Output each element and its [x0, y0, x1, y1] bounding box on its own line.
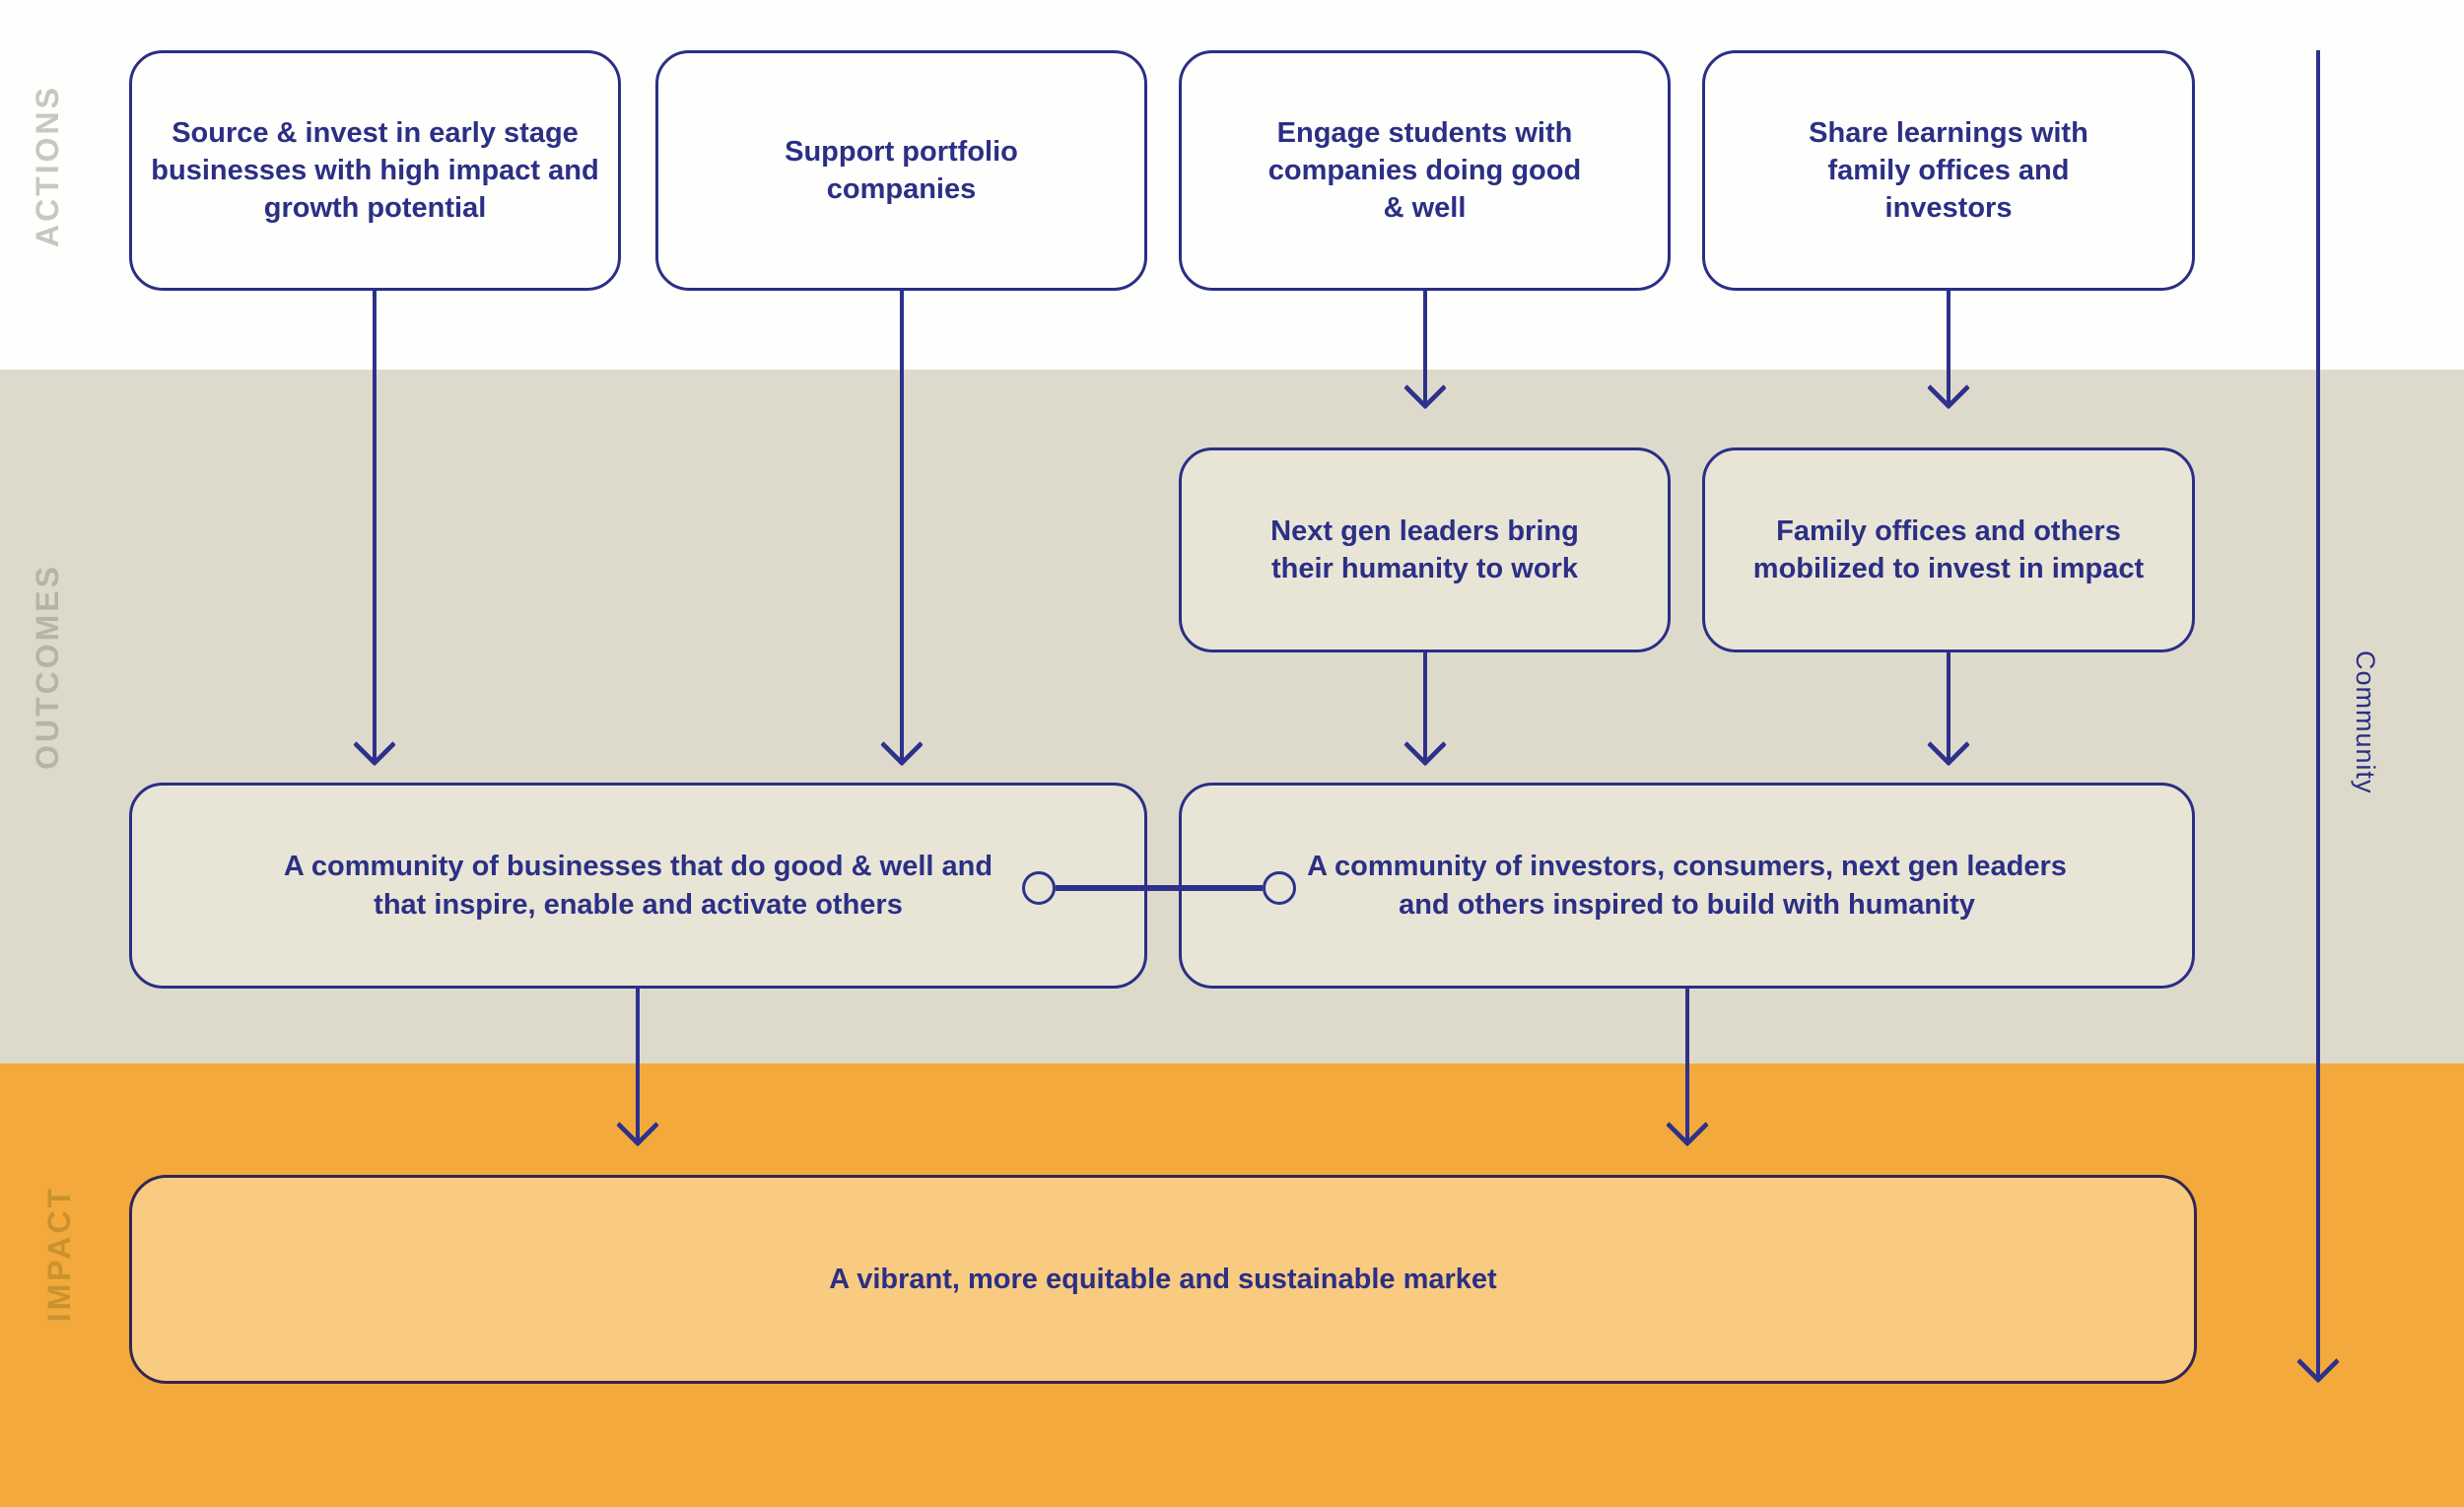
- community-label: Community: [2351, 651, 2380, 794]
- connector-circle-icon: [1022, 871, 1056, 905]
- arrow-shaft: [636, 989, 640, 1143]
- action-box-engage-students: Engage students with companies doing goo…: [1179, 50, 1671, 291]
- action-box-text: Share learnings with family offices and …: [1809, 116, 2088, 225]
- outcomes-band-label: OUTCOMES: [30, 564, 65, 770]
- action-box-text: Support portfolio companies: [785, 135, 1018, 205]
- outcome-box-community-of-businesses: A community of businesses that do good &…: [129, 783, 1147, 989]
- action-box-share-learnings: Share learnings with family offices and …: [1702, 50, 2195, 291]
- outcome-box-text: Family offices and others mobilized to i…: [1752, 514, 2145, 584]
- action-box-source-invest: Source & invest in early stage businesse…: [129, 50, 621, 291]
- arrow-shaft: [1423, 652, 1427, 763]
- impact-box-vibrant-market: A vibrant, more equitable and sustainabl…: [129, 1175, 2197, 1384]
- arrow-shaft: [1947, 291, 1951, 406]
- outcome-box-family-offices: Family offices and others mobilized to i…: [1702, 447, 2195, 652]
- arrow-shaft: [2316, 50, 2320, 1380]
- arrow-shaft: [1685, 989, 1689, 1143]
- connector-circle-icon: [1263, 871, 1296, 905]
- action-box-text: Source & invest in early stage businesse…: [151, 116, 599, 225]
- impact-box-text: A vibrant, more equitable and sustainabl…: [829, 1263, 1497, 1295]
- outcome-box-next-gen-leaders: Next gen leaders bring their humanity to…: [1179, 447, 1671, 652]
- actions-band-label: ACTIONS: [30, 85, 65, 247]
- outcome-box-text: Next gen leaders bring their humanity to…: [1270, 514, 1579, 584]
- action-box-support-portfolio: Support portfolio companies: [655, 50, 1147, 291]
- impact-band-label: IMPACT: [41, 1186, 77, 1323]
- arrow-shaft: [373, 291, 376, 763]
- outcome-box-text: A community of businesses that do good &…: [283, 851, 993, 921]
- arrow-shaft: [1947, 652, 1951, 763]
- outcome-connector-line: [1056, 885, 1263, 891]
- outcome-box-text: A community of investors, consumers, nex…: [1307, 851, 2067, 921]
- arrow-shaft: [1423, 291, 1427, 406]
- action-box-text: Engage students with companies doing goo…: [1267, 116, 1582, 225]
- outcome-box-community-of-investors: A community of investors, consumers, nex…: [1179, 783, 2195, 989]
- arrow-shaft: [900, 291, 904, 763]
